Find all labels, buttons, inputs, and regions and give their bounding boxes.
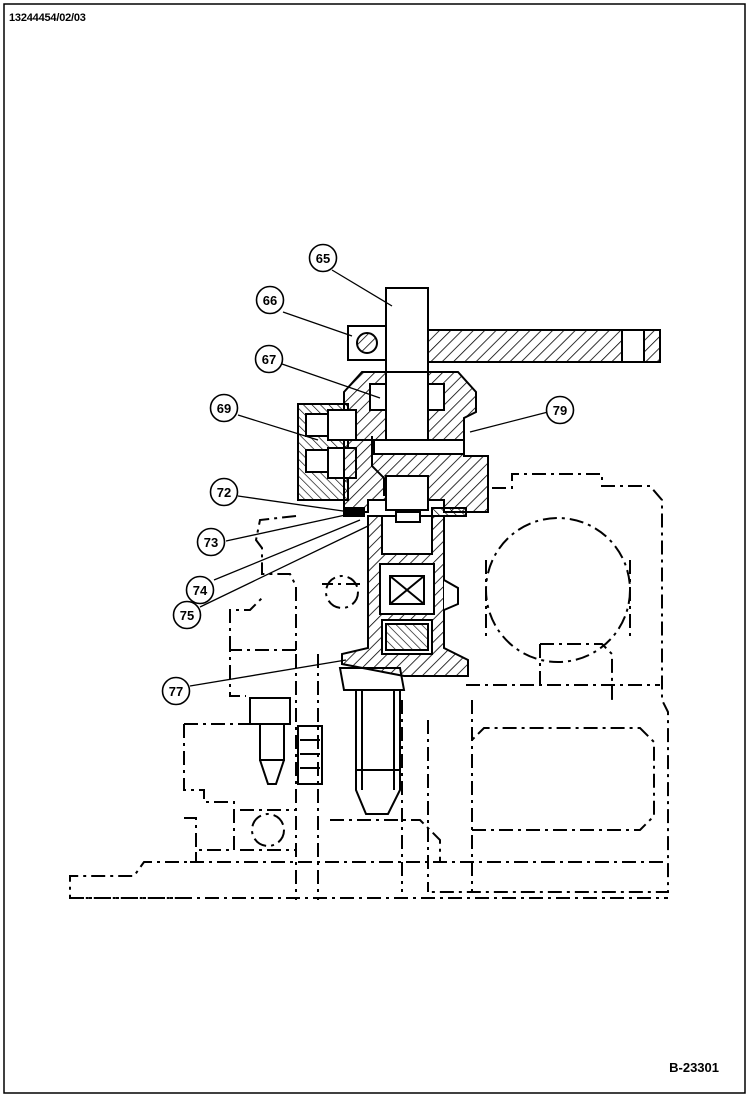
callout-75-label: 75 xyxy=(180,608,194,623)
callout-79-label: 79 xyxy=(553,403,567,418)
figure-number: B-23301 xyxy=(669,1060,719,1075)
callout-73-label: 73 xyxy=(204,535,218,550)
seal-72 xyxy=(343,507,365,517)
callout-67: 67 xyxy=(254,344,284,374)
callout-74-label: 74 xyxy=(193,583,208,598)
callout-79: 79 xyxy=(545,395,575,425)
shaft-assembly xyxy=(297,287,661,677)
callout-66-label: 66 xyxy=(263,293,277,308)
document-number: 13244454/02/03 xyxy=(9,12,86,24)
callout-67-label: 67 xyxy=(262,352,276,367)
callout-72-label: 72 xyxy=(217,485,231,500)
callout-69-label: 69 xyxy=(217,401,231,416)
callout-69: 69 xyxy=(209,393,239,423)
callout-77: 77 xyxy=(161,676,191,706)
callout-75: 75 xyxy=(172,600,202,630)
lower-fasteners xyxy=(249,667,406,815)
callout-65-label: 65 xyxy=(316,251,330,266)
leader-lines xyxy=(189,269,549,687)
callout-72: 72 xyxy=(209,477,239,507)
callouts: 65 66 67 69 72 73 xyxy=(161,243,575,706)
gear-housing-outline xyxy=(69,473,669,900)
callout-77-label: 77 xyxy=(169,684,183,699)
sheet-border xyxy=(3,3,746,1094)
callout-65: 65 xyxy=(308,243,338,273)
callout-73: 73 xyxy=(196,527,226,557)
seal-73 xyxy=(431,507,467,517)
callout-74: 74 xyxy=(185,575,215,605)
callout-66: 66 xyxy=(255,285,285,315)
